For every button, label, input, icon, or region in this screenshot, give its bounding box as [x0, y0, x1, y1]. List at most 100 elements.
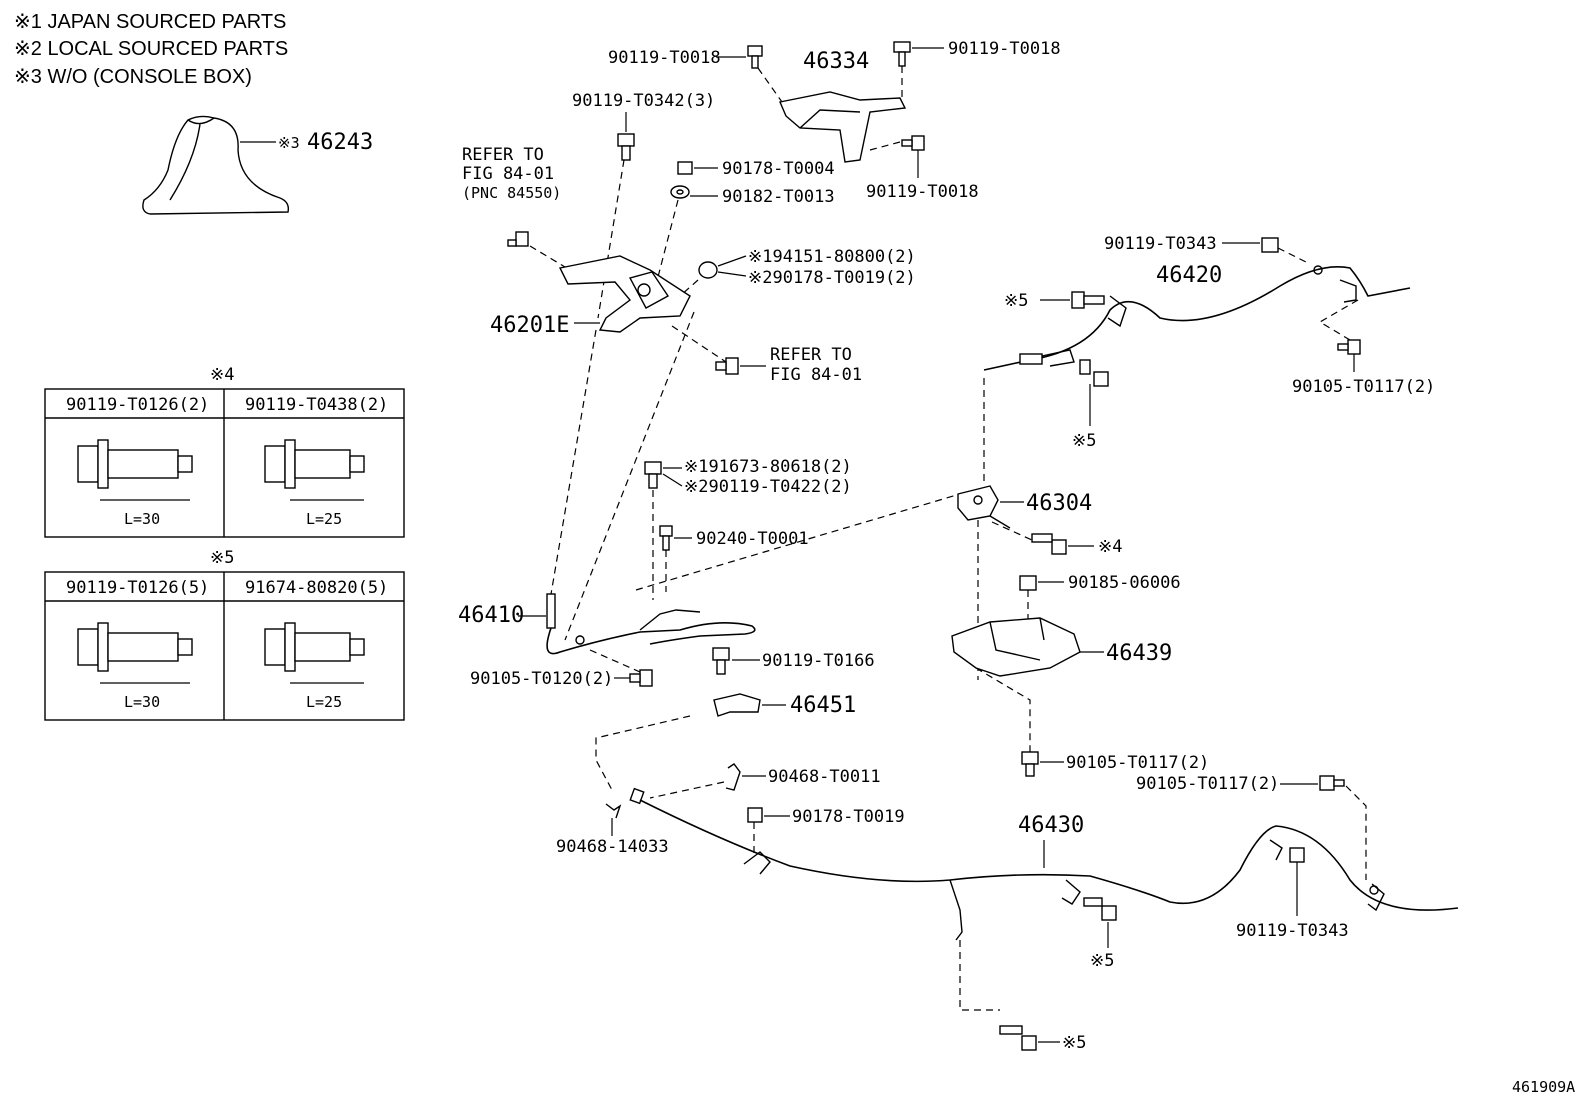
label-90119-t0343-b: 90119-T0343 — [1236, 921, 1349, 941]
table5 — [44, 571, 405, 721]
bracket-46334-shape — [779, 91, 907, 163]
label-refer1-c: (PNC 84550) — [462, 184, 561, 202]
bolt-l25-icon — [264, 439, 365, 501]
label-94151-80800: ※194151-80800(2) — [748, 247, 916, 267]
label-90105-t0117-a: 90105-T0117(2) — [1292, 377, 1435, 397]
label-46304: 46304 — [1026, 491, 1092, 516]
table4-mark: ※4 — [210, 365, 234, 385]
table4-len1: L=30 — [124, 510, 160, 528]
label-90105-t0117-c: 90105-T0117(2) — [1136, 774, 1279, 794]
table5-col1: 90119-T0126(5) — [66, 578, 209, 598]
note-japan-sourced: ※1 JAPAN SOURCED PARTS — [14, 11, 286, 33]
label-90468-t0011: 90468-T0011 — [768, 767, 881, 787]
nut-icon — [747, 807, 763, 823]
label-90119-t0343-a: 90119-T0343 — [1104, 234, 1217, 254]
bolt-icon — [712, 647, 730, 675]
bolt-icon — [1021, 751, 1039, 777]
label-refer1-a: REFER TO — [462, 145, 544, 165]
cable-46430-shape — [629, 787, 1459, 941]
label-refer2-a: REFER TO — [770, 345, 852, 365]
bolt-l30-icon — [77, 622, 193, 684]
label-46243-mark: ※3 — [278, 134, 300, 152]
bolt-l30-icon — [77, 439, 193, 501]
bolt-icon — [629, 669, 653, 687]
label-90105-t0120: 90105-T0120(2) — [470, 669, 613, 689]
label-90119-t0342: 90119-T0342(3) — [572, 91, 715, 111]
lever-46201e-shape — [558, 255, 691, 333]
note-local-sourced: ※2 LOCAL SOURCED PARTS — [14, 38, 288, 60]
label-mark5-d: ※5 — [1062, 1033, 1086, 1053]
bolt-icon — [901, 135, 925, 151]
bolt-icon — [1079, 359, 1109, 387]
label-90185-06006: 90185-06006 — [1068, 573, 1181, 593]
clip-icon — [725, 763, 741, 791]
table4-col1: 90119-T0126(2) — [66, 395, 209, 415]
bolt-icon — [1261, 237, 1279, 253]
table5-len1: L=30 — [124, 693, 160, 711]
bolt-icon — [1083, 897, 1117, 921]
table4-col2: 90119-T0438(2) — [245, 395, 388, 415]
label-90119-t0018-a: 90119-T0018 — [608, 48, 721, 68]
label-46420: 46420 — [1156, 263, 1222, 288]
clip-46451-shape — [713, 693, 761, 717]
label-90182-t0013: 90182-T0013 — [722, 187, 835, 207]
bolt-icon — [1337, 339, 1361, 355]
table5-len2: L=25 — [306, 693, 342, 711]
cable-46410-shape — [546, 593, 756, 655]
label-90178-t0019: 90178-T0019 — [792, 807, 905, 827]
label-90119-t0018-c: 90119-T0018 — [866, 182, 979, 202]
bolt-icon — [999, 1025, 1037, 1051]
clip-icon — [1019, 575, 1037, 591]
cable-46420-shape — [983, 265, 1411, 371]
label-refer1-b: FIG 84-01 — [462, 164, 554, 184]
equalizer-46304-shape — [957, 485, 1011, 529]
label-90119-t0018-b: 90119-T0018 — [948, 39, 1061, 59]
label-mark4: ※4 — [1098, 537, 1122, 557]
label-mark5-b: ※5 — [1072, 431, 1096, 451]
boot-46243-shape — [142, 115, 290, 215]
label-46410: 46410 — [458, 603, 524, 628]
label-mark5-c: ※5 — [1090, 951, 1114, 971]
label-refer2-b: FIG 84-01 — [770, 365, 862, 385]
clip-icon — [605, 803, 622, 819]
bolt-icon — [1071, 291, 1105, 309]
bolt-icon — [1289, 847, 1305, 863]
label-91673-80618: ※191673-80618(2) — [684, 457, 852, 477]
bolt-icon — [893, 41, 911, 67]
label-46451: 46451 — [790, 693, 856, 718]
washer-icon — [670, 185, 690, 199]
label-46439: 46439 — [1106, 641, 1172, 666]
table4 — [44, 388, 405, 538]
label-90119-t0166: 90119-T0166 — [762, 651, 875, 671]
note-without-console: ※3 W/O (CONSOLE BOX) — [14, 66, 252, 88]
label-90119-t0422: ※290119-T0422(2) — [684, 477, 852, 497]
label-46201e: 46201E — [490, 313, 569, 338]
pin-icon — [659, 525, 673, 551]
label-90468-14033: 90468-14033 — [556, 837, 669, 857]
bolt-icon — [715, 357, 739, 375]
label-90105-t0117-b: 90105-T0117(2) — [1066, 753, 1209, 773]
bolt-icon — [1031, 533, 1067, 555]
table4-len2: L=25 — [306, 510, 342, 528]
figure-id: 461909A — [1512, 1078, 1575, 1096]
label-46243: 46243 — [307, 130, 373, 155]
label-90178-t0019-2: ※290178-T0019(2) — [748, 268, 916, 288]
cover-46439-shape — [951, 617, 1081, 677]
label-46430: 46430 — [1018, 813, 1084, 838]
bolt-icon — [644, 461, 662, 489]
label-90240-t0001: 90240-T0001 — [696, 529, 809, 549]
bolt-icon — [1319, 775, 1345, 791]
bolt-icon — [747, 45, 763, 69]
label-90178-t0004: 90178-T0004 — [722, 159, 835, 179]
bolt-icon — [617, 133, 635, 161]
nut-icon — [677, 161, 693, 175]
bolt-l25-icon — [264, 622, 365, 684]
label-mark5-a: ※5 — [1004, 291, 1028, 311]
label-46334: 46334 — [803, 49, 869, 74]
table5-mark: ※5 — [210, 548, 234, 568]
table5-col2: 91674-80820(5) — [245, 578, 388, 598]
clip-icon — [507, 231, 529, 247]
bushing-icon — [698, 261, 718, 279]
